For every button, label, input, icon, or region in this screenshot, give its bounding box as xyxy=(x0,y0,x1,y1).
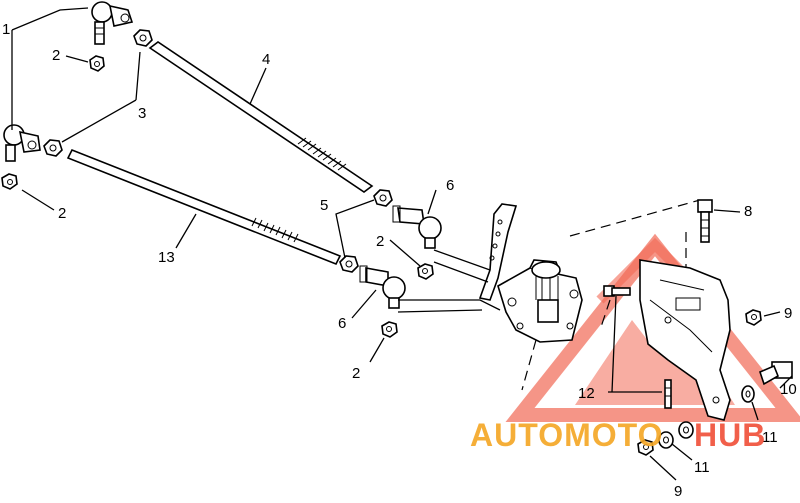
tie-rod-end-upper xyxy=(91,1,134,45)
callout-6: 6 xyxy=(338,315,346,332)
callout-10: 10 xyxy=(780,381,797,398)
steering-gearbox xyxy=(497,259,583,343)
callout-8: 8 xyxy=(744,203,752,220)
nut-part-9-right xyxy=(745,309,762,326)
bolt-part-8 xyxy=(697,199,713,243)
watermark-text: AUTOMOTO HUB xyxy=(470,417,766,453)
washer-part-11-bottom-a xyxy=(658,431,674,449)
bolt-part-12-upper xyxy=(603,285,631,297)
callout-2: 2 xyxy=(376,233,384,250)
callout-3: 3 xyxy=(138,105,146,122)
callout-5: 5 xyxy=(320,197,328,214)
washer-part-11-bottom-b xyxy=(678,421,694,439)
callout-9: 9 xyxy=(674,483,682,498)
callout-11: 11 xyxy=(694,459,710,476)
callout-6: 6 xyxy=(446,177,454,194)
bolt-part-10 xyxy=(759,361,793,386)
ball-joint-part-6-lower xyxy=(359,265,406,309)
callout-13: 13 xyxy=(158,249,175,266)
jam-nut-part-3-upper xyxy=(133,29,153,47)
bolt-part-12-lower xyxy=(664,379,672,409)
nut-part-9-bottom xyxy=(637,439,654,456)
callout-4: 4 xyxy=(262,51,270,68)
leader-lines xyxy=(21,51,793,481)
washer-part-11-right xyxy=(741,385,755,403)
callout-2: 2 xyxy=(352,365,360,382)
ball-joint-part-6-upper xyxy=(392,205,442,249)
jam-nut-part-5-upper xyxy=(373,189,393,207)
callout-2: 2 xyxy=(52,47,60,64)
callout-11: 11 xyxy=(762,429,778,446)
nut-part-2-d xyxy=(381,321,398,338)
watermark-hub: HUB xyxy=(694,417,766,453)
jam-nut-part-5-lower xyxy=(339,255,359,273)
steering-arm xyxy=(397,203,518,313)
jam-nut-part-3-lower xyxy=(43,139,63,157)
nut-part-2-c xyxy=(417,263,434,280)
tie-rod-part-4 xyxy=(148,41,374,193)
callout-labels: 1 2 2 2 2 3 4 5 6 6 8 9 9 10 11 11 12 13 xyxy=(2,21,797,500)
nut-part-2-b xyxy=(1,173,18,190)
watermark-automoto: AUTOMOTO xyxy=(470,417,663,453)
callout-2: 2 xyxy=(58,205,66,222)
callout-12: 12 xyxy=(578,385,595,402)
callout-1: 1 xyxy=(2,21,10,38)
callout-9: 9 xyxy=(784,305,792,322)
mounting-bracket xyxy=(639,259,731,421)
nut-part-2-a xyxy=(89,55,105,72)
tie-rod-end-lower xyxy=(3,124,41,162)
tie-rod-part-13 xyxy=(66,148,342,266)
